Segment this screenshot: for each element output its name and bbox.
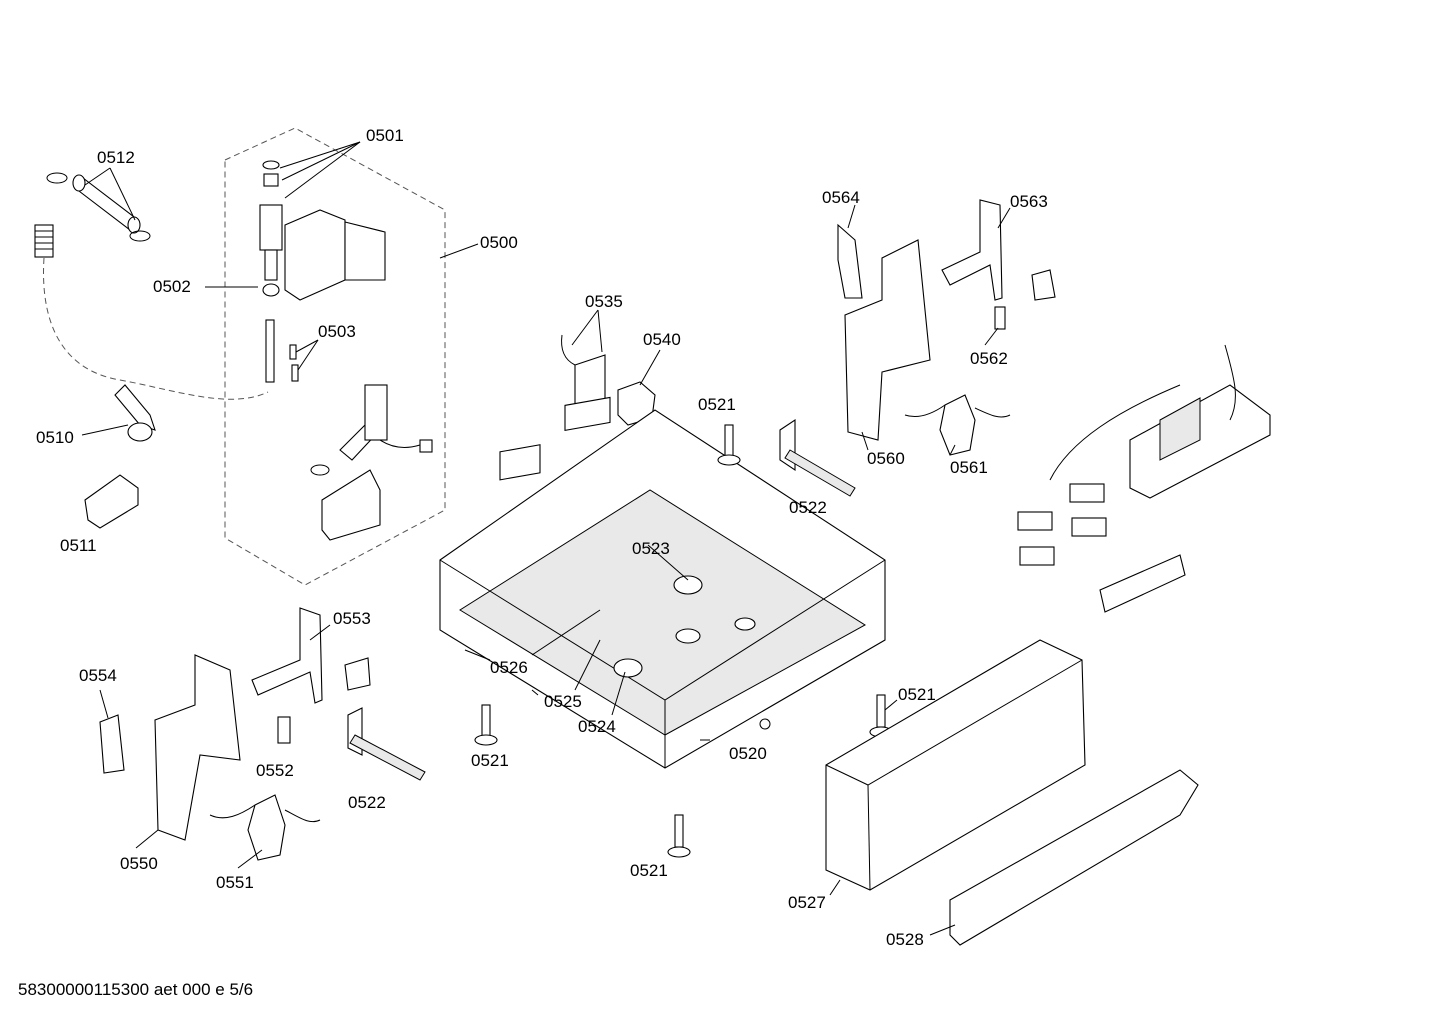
part-0522-spring-b: [347, 707, 426, 781]
label-0563: 0563: [1010, 192, 1048, 211]
leader-lines: [81, 141, 1011, 936]
part-wiring-harness: [1017, 344, 1271, 613]
label-0511: 0511: [60, 536, 97, 555]
part-coil-hose: [310, 384, 433, 476]
label-0510: 0510: [36, 428, 74, 447]
label-0522-a: 0522: [789, 498, 827, 517]
part-0528-cover: [949, 769, 1199, 946]
label-0561: 0561: [950, 458, 988, 477]
part-valve-holder: [321, 469, 381, 541]
part-labels: 0501 0512 0500 0502 0503 0510 0511 0535 …: [36, 126, 1048, 949]
part-0502-valve: [259, 160, 386, 383]
part-0563-connector: [1031, 269, 1056, 301]
label-0553: 0553: [333, 609, 371, 628]
label-0528: 0528: [886, 930, 924, 949]
label-0527: 0527: [788, 893, 826, 912]
label-0550: 0550: [120, 854, 158, 873]
part-0522-spring-a: [779, 418, 856, 497]
label-0521-a: 0521: [698, 395, 736, 414]
part-0521-screw-d: [667, 814, 691, 858]
part-0551-switch: [209, 794, 321, 861]
part-0550-bracket: [154, 654, 241, 841]
part-0520-base: [439, 396, 886, 769]
label-0521-c: 0521: [898, 685, 936, 704]
part-0527-panel: [825, 639, 1086, 891]
label-0535: 0535: [585, 292, 623, 311]
label-0502: 0502: [153, 277, 191, 296]
label-0560: 0560: [867, 449, 905, 468]
label-0512: 0512: [97, 148, 135, 167]
label-0520: 0520: [729, 744, 767, 763]
part-0563-bracket: [941, 199, 1003, 301]
part-0511-bracket: [84, 474, 139, 529]
label-0521-d: 0521: [630, 861, 668, 880]
label-0554: 0554: [79, 666, 117, 685]
part-0510-hose: [34, 224, 269, 442]
label-0524: 0524: [578, 717, 616, 736]
part-0554-clip: [99, 714, 125, 774]
document-footer-code: 58300000115300 aet 000 e 5/6: [18, 980, 254, 999]
label-0501: 0501: [366, 126, 404, 145]
part-0561-switch: [904, 394, 1011, 456]
label-0503: 0503: [318, 322, 356, 341]
label-0525: 0525: [544, 692, 582, 711]
label-0523: 0523: [632, 539, 670, 558]
label-0564: 0564: [822, 188, 860, 207]
label-0522-b: 0522: [348, 793, 386, 812]
part-0564-clip: [837, 223, 863, 299]
label-0526: 0526: [490, 658, 528, 677]
part-0552-clip: [277, 716, 291, 744]
part-0553-bracket: [251, 607, 323, 704]
label-0552: 0552: [256, 761, 294, 780]
part-0521-screw-b: [474, 704, 498, 746]
label-0540: 0540: [643, 330, 681, 349]
label-0500: 0500: [480, 233, 518, 252]
part-0562-clip: [994, 306, 1006, 330]
label-0521-b: 0521: [471, 751, 509, 770]
part-0512-hose: [46, 172, 151, 242]
part-0553-connector: [344, 657, 371, 691]
part-0521-screw-a: [717, 424, 741, 466]
part-0560-bracket: [844, 239, 931, 441]
label-0562: 0562: [970, 349, 1008, 368]
label-0551: 0551: [216, 873, 254, 892]
